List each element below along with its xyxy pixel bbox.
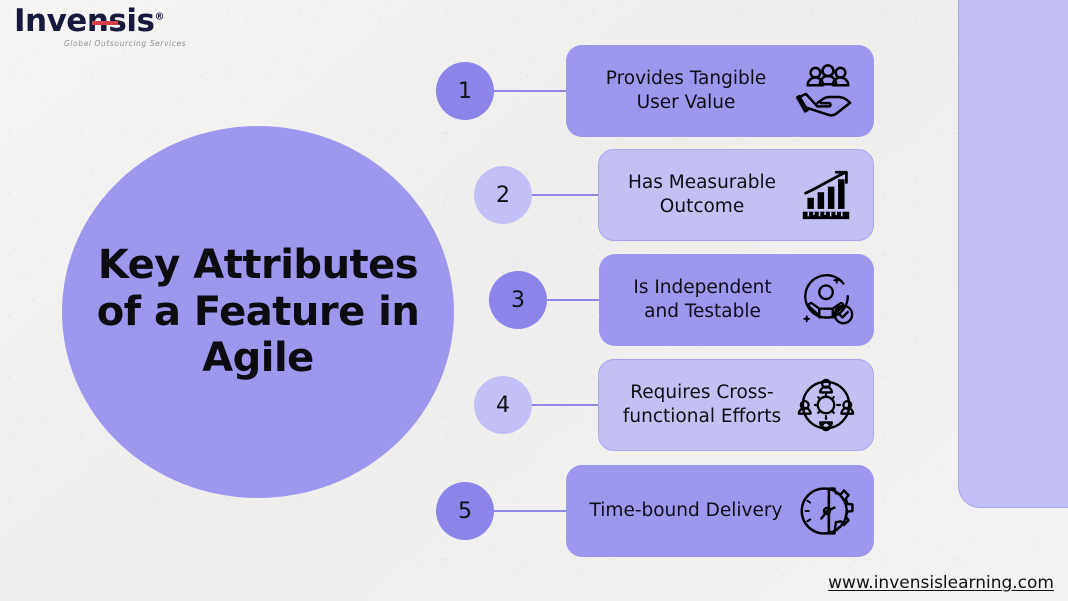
connector-line-1 [490, 90, 570, 92]
attribute-label-5: Time-bound Delivery [589, 499, 783, 521]
page-title: Key Attributes of a Feature in Agile [96, 241, 420, 382]
hero-circle: Key Attributes of a Feature in Agile [62, 126, 454, 498]
clock-gear-icon [794, 480, 860, 542]
logo-wordmark-text: Invensis [14, 3, 155, 39]
invensis-logo: Invensis® Global Outsourcing Services [14, 6, 194, 54]
attribute-row-3: 3 Is Independent and Testable [489, 254, 874, 346]
attribute-card-1[interactable]: Provides Tangible User Value [566, 45, 874, 137]
hand-holding-people-icon [794, 60, 860, 122]
website-url[interactable]: www.invensislearning.com [828, 573, 1054, 593]
logo-red-bar-icon [92, 21, 118, 25]
decorative-side-panel [958, 0, 1068, 508]
connector-line-3 [543, 299, 603, 301]
attribute-number-badge-2: 2 [474, 166, 532, 224]
team-gear-network-icon [793, 374, 859, 436]
connector-line-4 [528, 404, 602, 406]
logo-wordmark: Invensis® [14, 6, 194, 37]
person-circle-check-icon [794, 269, 860, 331]
attribute-card-3[interactable]: Is Independent and Testable [599, 254, 874, 346]
attribute-card-4[interactable]: Requires Cross-functional Efforts [598, 359, 874, 451]
attribute-row-5: 5 Time-bound Delivery [436, 465, 874, 557]
attribute-number-badge-4: 4 [474, 376, 532, 434]
connector-line-5 [490, 510, 570, 512]
growth-bar-chart-ruler-icon [793, 164, 859, 226]
attribute-card-5[interactable]: Time-bound Delivery [566, 465, 874, 557]
attribute-label-2: Has Measurable Outcome [627, 171, 777, 217]
connector-line-2 [528, 194, 602, 196]
attribute-label-3: Is Independent and Testable [633, 276, 772, 322]
attribute-label-1: Provides Tangible User Value [605, 67, 767, 113]
attribute-number-badge-1: 1 [436, 62, 494, 120]
attribute-label-4: Requires Cross-functional Efforts [622, 381, 782, 427]
attribute-number-badge-5: 5 [436, 482, 494, 540]
logo-tagline: Global Outsourcing Services [64, 39, 187, 48]
logo-registered-mark: ® [154, 11, 164, 23]
attribute-card-2[interactable]: Has Measurable Outcome [598, 149, 874, 241]
attribute-row-2: 2 Has Measurable Outcome [474, 149, 874, 241]
attribute-row-1: 1 Provides Tangible User Value [436, 45, 874, 137]
attribute-number-badge-3: 3 [489, 271, 547, 329]
attribute-row-4: 4 Requires Cross-functional Efforts [474, 359, 874, 451]
